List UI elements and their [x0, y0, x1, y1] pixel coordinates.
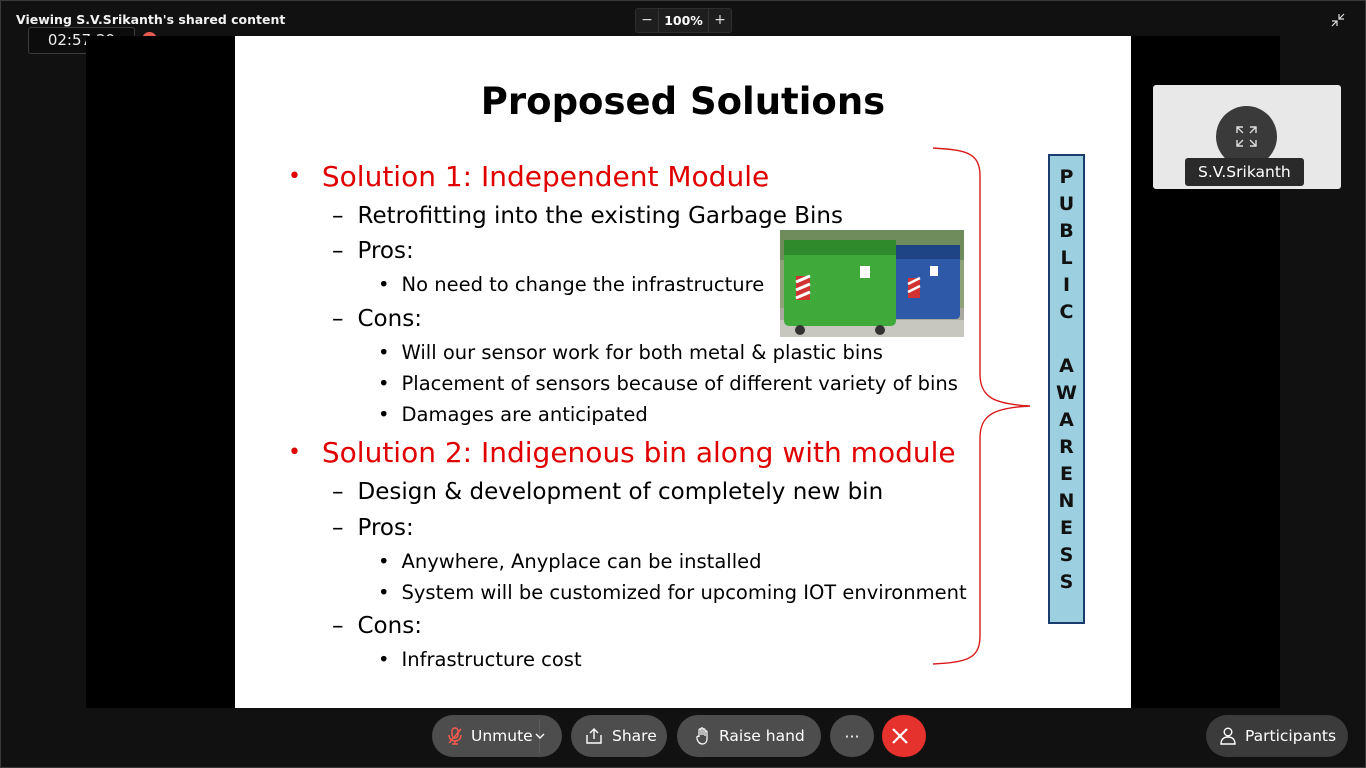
cons-item: •Infrastructure cost: [378, 648, 582, 671]
raise-hand-label: Raise hand: [719, 727, 805, 745]
pros-item: •System will be customized for upcoming …: [378, 581, 967, 604]
unmute-label: Unmute: [471, 727, 533, 745]
mic-muted-icon: [448, 727, 462, 745]
unmute-button[interactable]: Unmute: [432, 715, 562, 757]
cons-item: •Placement of sensors because of differe…: [378, 372, 958, 395]
participant-name: S.V.Srikanth: [1185, 158, 1304, 186]
solution-2-heading: Solution 2: Indigenous bin along with mo…: [321, 436, 956, 469]
leave-button[interactable]: [882, 715, 926, 757]
pros-item: •No need to change the infrastructure: [378, 273, 765, 296]
close-icon: [891, 728, 908, 744]
presentation-slide: Proposed Solutions • Solution 1: Indepen…: [235, 36, 1131, 708]
share-icon: [586, 728, 602, 744]
more-icon: ···: [844, 726, 860, 746]
zoom-level: 100%: [658, 9, 709, 32]
slide-title: Proposed Solutions: [480, 80, 886, 123]
chevron-down-icon[interactable]: [535, 729, 545, 743]
bullet-solution-1: • Solution 1: Independent Module: [288, 160, 770, 193]
pros-label: –Pros:: [332, 238, 414, 264]
solution-1-heading: Solution 1: Independent Module: [321, 160, 770, 193]
zoom-in-button[interactable]: +: [714, 12, 726, 28]
cons-item: •Will our sensor work for both metal & p…: [378, 341, 883, 364]
more-options-button[interactable]: ···: [830, 715, 874, 757]
divider: [539, 719, 540, 753]
cons-label: –Cons:: [332, 613, 422, 639]
garbage-bins-image: [780, 230, 964, 337]
zoom-control: − 100% +: [635, 8, 732, 33]
participant-thumbnail[interactable]: S.V.Srikanth: [1153, 85, 1341, 189]
pros-label: –Pros:: [332, 515, 414, 541]
participants-label: Participants: [1245, 727, 1337, 745]
window-title: Viewing S.V.Srikanth's shared content: [16, 12, 286, 27]
share-button[interactable]: Share: [571, 715, 667, 757]
zoom-out-button[interactable]: −: [641, 12, 653, 28]
public-awareness-banner: P U B L I C A W A R E N E S S: [1048, 154, 1085, 624]
sub-item: –Design & development of completely new …: [332, 479, 884, 505]
expand-icon[interactable]: [1216, 106, 1277, 167]
participants-button[interactable]: Participants: [1206, 715, 1348, 757]
bullet-solution-2: • Solution 2: Indigenous bin along with …: [288, 436, 956, 469]
person-icon: [1220, 727, 1236, 745]
sub-item: –Retrofitting into the existing Garbage …: [332, 203, 843, 229]
collapse-icon[interactable]: [1331, 12, 1345, 27]
raise-hand-button[interactable]: Raise hand: [677, 715, 821, 757]
cons-label: –Cons:: [332, 306, 422, 332]
cons-item: •Damages are anticipated: [378, 403, 648, 426]
pros-item: •Anywhere, Anyplace can be installed: [378, 550, 762, 573]
hand-icon: [696, 727, 708, 745]
share-label: Share: [612, 727, 657, 745]
curly-brace: [932, 147, 1031, 665]
